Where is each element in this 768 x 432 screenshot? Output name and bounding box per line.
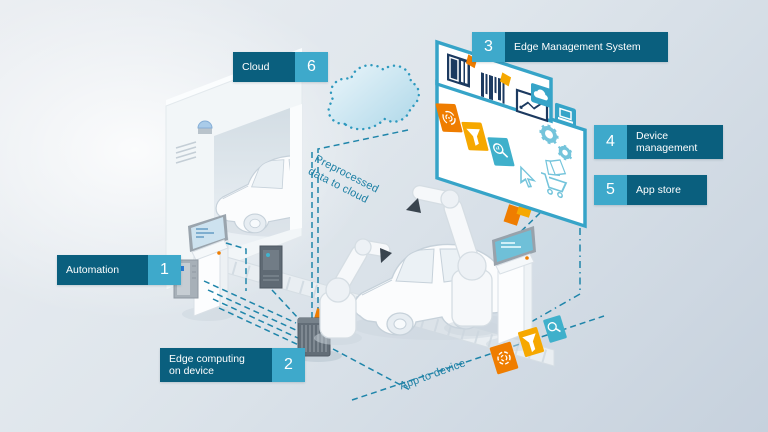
brain-app-icon <box>489 341 519 375</box>
wall-vents <box>175 141 197 164</box>
cursor-icon <box>520 165 537 188</box>
label-edge-computing: Edge computing on device 2 <box>160 348 305 382</box>
automation-bus-line <box>203 280 297 324</box>
label-edge-computing-text: Edge computing on device <box>160 348 272 382</box>
label-automation-text: Automation <box>57 255 148 285</box>
cloud-icon <box>327 63 421 131</box>
welding-tool-icon <box>380 248 392 263</box>
label-cloud: Cloud 6 <box>233 52 328 82</box>
label-device-management-text: Device management <box>627 125 723 159</box>
edge-device-line <box>332 348 413 392</box>
label-cloud-text: Cloud <box>233 52 295 82</box>
robot-arm-right <box>406 184 500 336</box>
search-app-icon <box>543 315 567 343</box>
app-cart-icon <box>541 159 568 199</box>
label-edge-management-system-number: 3 <box>472 32 505 62</box>
label-device-management: 4 Device management <box>594 125 723 159</box>
automation-bus-line <box>212 298 301 340</box>
plc-controller-mid <box>259 245 283 289</box>
hmi-kiosk-left <box>182 214 234 321</box>
device-panel-icon <box>447 53 478 88</box>
kiosk-connector-line <box>225 242 247 291</box>
fingerprint-app-icon <box>435 103 463 133</box>
cloud-tab-icon <box>531 83 552 108</box>
cloud-connector-line <box>317 129 409 331</box>
welding-tool-icon <box>406 198 421 213</box>
label-device-management-number: 4 <box>594 125 627 159</box>
funnel-app-icon <box>518 327 544 357</box>
travelling-app-tiles <box>489 315 567 375</box>
label-automation-number: 1 <box>148 255 181 285</box>
label-app-store-number: 5 <box>594 175 627 205</box>
label-edge-computing-number: 2 <box>272 348 305 382</box>
robot-arm-left <box>314 238 392 345</box>
funnel-app-icon <box>461 121 489 151</box>
ems-screen <box>435 39 587 229</box>
label-edge-management-system: 3 Edge Management System <box>472 32 668 62</box>
signal-lamp-icon <box>197 120 213 134</box>
automation-bus-line <box>207 289 299 332</box>
label-app-store-text: App store <box>627 175 707 205</box>
label-cloud-number: 6 <box>295 52 328 82</box>
label-app-store: 5 App store <box>594 175 707 205</box>
appstore-delivery-line <box>523 228 581 327</box>
plc-connector-line <box>271 289 299 319</box>
label-edge-management-system-text: Edge Management System <box>505 32 668 62</box>
barcode-icon <box>481 72 512 104</box>
search-app-icon <box>487 137 515 167</box>
hmi-kiosk-right <box>486 191 547 351</box>
automation-bus-line <box>218 307 304 348</box>
label-automation: Automation 1 <box>57 255 181 285</box>
laptop-tab-icon <box>555 102 576 128</box>
gears-icon <box>539 124 573 161</box>
